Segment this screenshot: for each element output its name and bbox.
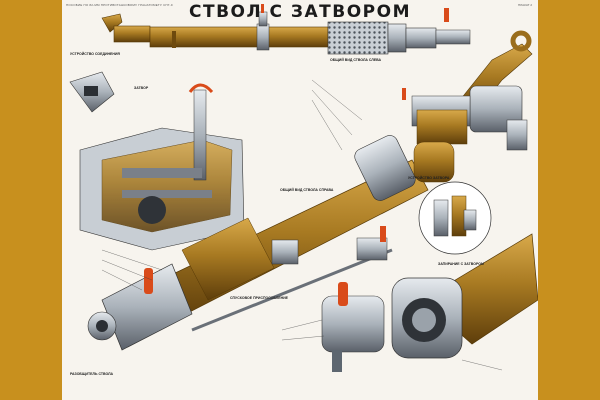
label-connection: УСТРОЙСТВО СОЕДИНЕНИЯ	[70, 52, 120, 56]
trigger-rod	[191, 226, 393, 332]
label-top-view: ОБЩИЙ ВИД СТВОЛА СЛЕВА	[330, 58, 382, 62]
breech-lock-inset	[418, 181, 492, 255]
poster-sheet: ПОСОБИЕ ПО 82-ММ ПРОТИВОТАНКОВОМУ ГРАНАТ…	[62, 0, 538, 400]
main-barrel	[87, 135, 455, 351]
lower-right-barrel	[321, 233, 538, 372]
breech-assembly-top-right	[402, 30, 533, 151]
barrel-illustration	[69, 4, 538, 372]
callout-lines	[101, 79, 503, 371]
poster-header-left: ПОСОБИЕ ПО 82-ММ ПРОТИВОТАНКОВОМУ ГРАНАТ…	[66, 3, 173, 7]
connection-device	[69, 71, 115, 113]
label-right-view: ОБЩИЙ ВИД СТВОЛА СПРАВА	[280, 188, 334, 192]
top-barrel	[101, 4, 471, 55]
poster-title: СТВОЛ С ЗАТВОРОМ	[189, 2, 411, 22]
label-inner-view: ЗАПИРАНИЕ С ЗАТВОРОМ	[438, 262, 484, 266]
label-fire-mechanism: УСТРОЙСТВО ЗАТВОРА	[408, 176, 450, 180]
label-breech-lock: РАЗОБЩИТЕЛЬ СТВОЛА	[70, 372, 114, 376]
label-bolt: ЗАТВОР	[134, 86, 149, 90]
label-safety-device: СПУСКОВОЕ ПРИСПОСОБЛЕНИЕ	[230, 296, 288, 300]
bolt-cutaway	[79, 83, 245, 251]
poster-header-right: ПЛАКАТ 2	[518, 3, 532, 7]
